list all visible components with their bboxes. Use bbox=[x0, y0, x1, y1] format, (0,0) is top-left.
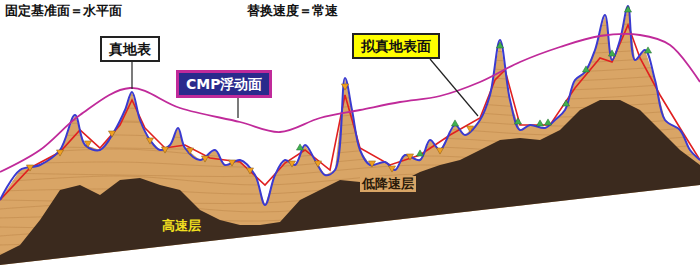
label-box: CMP浮动面 bbox=[176, 70, 272, 98]
green-marker bbox=[582, 66, 589, 72]
green-marker bbox=[296, 144, 303, 150]
orange-marker bbox=[26, 165, 33, 171]
label-box: 真地表 bbox=[100, 36, 160, 62]
orange-marker bbox=[368, 161, 375, 167]
orange-marker bbox=[246, 168, 253, 174]
datum-note: 固定基准面＝水平面 bbox=[3, 3, 124, 19]
leader-lines bbox=[132, 59, 478, 118]
label-text: 真地表 bbox=[109, 41, 151, 57]
orange-marker bbox=[201, 156, 208, 162]
orange-marker bbox=[406, 154, 413, 160]
green-marker bbox=[644, 47, 651, 53]
velocity-note: 替换速度＝常速 bbox=[245, 3, 340, 19]
grain-line bbox=[0, 73, 700, 86]
leader-line bbox=[131, 62, 132, 89]
layer-name: 低降速层 bbox=[360, 176, 416, 192]
green-marker bbox=[608, 50, 615, 56]
green-marker bbox=[624, 6, 631, 12]
cmp-floating-line bbox=[0, 34, 700, 172]
grain-line bbox=[0, 64, 700, 77]
orange-marker bbox=[146, 138, 153, 144]
green-marker bbox=[451, 120, 458, 126]
orange-marker bbox=[288, 161, 295, 167]
green-marker bbox=[544, 119, 551, 125]
orange-marker bbox=[436, 148, 443, 154]
orange-marker bbox=[341, 84, 348, 90]
green-marker bbox=[496, 42, 503, 48]
green-marker bbox=[416, 150, 423, 156]
label-text: CMP浮动面 bbox=[186, 76, 262, 92]
high-velocity-layer bbox=[0, 100, 700, 265]
orange-marker bbox=[186, 148, 193, 154]
grain-line bbox=[0, 271, 700, 273]
grain-line bbox=[0, 262, 700, 273]
orange-marker bbox=[314, 161, 321, 167]
grain-line bbox=[0, 19, 700, 32]
label-text: 拟真地表面 bbox=[361, 38, 431, 54]
leader-line bbox=[430, 59, 478, 116]
orange-marker bbox=[161, 147, 168, 153]
green-marker bbox=[514, 118, 521, 124]
grain-line bbox=[0, 253, 700, 266]
orange-marker bbox=[56, 150, 63, 156]
label-box: 拟真地表面 bbox=[352, 33, 440, 59]
orange-marker bbox=[388, 166, 395, 172]
orange-marker bbox=[84, 141, 91, 147]
leader-line bbox=[237, 98, 238, 118]
green-marker bbox=[562, 100, 569, 106]
true-surface-line bbox=[0, 6, 700, 205]
layer-name: 高速层 bbox=[160, 218, 203, 234]
orange-marker bbox=[108, 131, 115, 137]
orange-marker bbox=[228, 160, 235, 166]
low-velocity-layer bbox=[0, 6, 700, 265]
orange-marker bbox=[466, 126, 473, 132]
green-marker bbox=[536, 120, 543, 126]
station-markers bbox=[26, 6, 651, 174]
